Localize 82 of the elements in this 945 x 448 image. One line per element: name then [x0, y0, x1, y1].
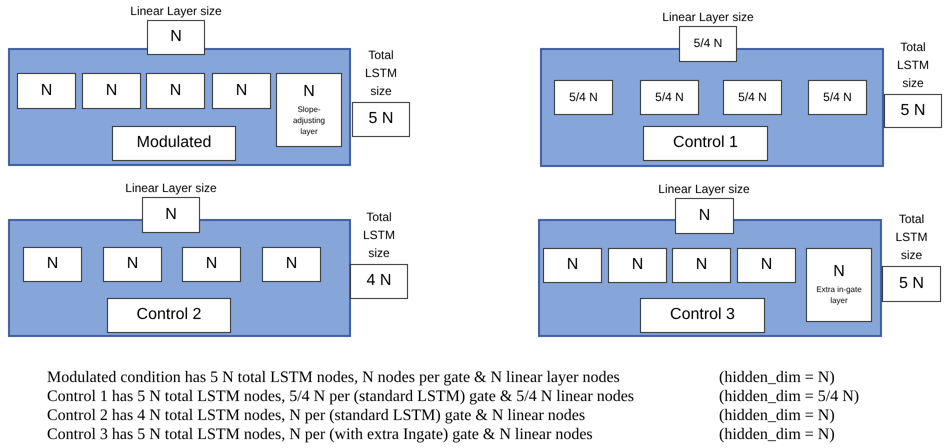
total-size-caption: Total LSTM size: [362, 209, 396, 262]
network-panel: [8, 219, 351, 337]
condition-note: Control 2 has 4 N total LSTM nodes, N per (standard LSTM) gate & N linear nodes: [47, 406, 586, 425]
gate-box: [543, 248, 602, 283]
gate-box: [608, 248, 667, 283]
condition-note: Modulated condition has 5 N total LSTM nodes, N nodes per gate & N linear layer nodes: [47, 368, 621, 387]
gate-box: [262, 247, 321, 282]
gate-size: 5/4 N: [738, 90, 767, 104]
gate-box: [23, 247, 82, 282]
total-lstm-size: 5 N: [900, 102, 926, 120]
linear-layer-box: [147, 20, 205, 55]
condition-note: Control 1 has 5 N total LSTM nodes, 5/4 N per (standard LSTM) gate & 5/4 N linear nodes: [47, 387, 636, 406]
condition-box: [643, 126, 768, 161]
gate-box: [640, 80, 699, 115]
linear-layer-size: N: [698, 206, 710, 226]
gate-size: N: [760, 256, 772, 275]
gate-size: N: [303, 82, 315, 101]
gate-box: [723, 80, 782, 115]
gate-box: [806, 248, 872, 322]
gate-size: N: [126, 255, 138, 274]
condition-name: Control 3: [670, 306, 735, 325]
linear-size-caption: Linear Layer size: [661, 9, 755, 26]
total-lstm-size: 5 N: [899, 274, 924, 294]
network-panel: [540, 48, 884, 167]
total-size-box: [350, 264, 408, 299]
gate-box: [146, 73, 205, 109]
linear-layer-size: N: [170, 28, 182, 47]
gate-box: [276, 73, 342, 147]
gate-box: [103, 247, 162, 282]
total-size-box: [882, 266, 941, 302]
gate-size: N: [40, 82, 52, 100]
condition-note: Control 3 has 5 N total LSTM nodes, N per (with extra Ingate) gate & N linear nodes: [47, 425, 594, 444]
gate-size: 5/4 N: [655, 90, 684, 104]
gate-size: N: [170, 82, 182, 100]
gate-box: [554, 80, 613, 115]
network-panel: [8, 48, 351, 166]
gate-size: N: [833, 263, 845, 282]
condition-box: [107, 298, 231, 333]
linear-size-caption: Linear Layer size: [124, 180, 218, 197]
gate-box: [737, 248, 796, 283]
hidden-dim-note: (hidden_dim = N): [719, 425, 836, 444]
total-lstm-size: 5 N: [368, 110, 394, 129]
gate-size: N: [566, 256, 578, 275]
linear-layer-size: N: [165, 206, 177, 224]
linear-layer-box: [679, 26, 737, 62]
condition-name: Modulated: [136, 134, 212, 153]
gate-box: [82, 73, 141, 109]
condition-box: [112, 126, 236, 161]
layer-note: Slope-adjusting layer: [292, 105, 326, 138]
total-size-caption: Total LSTM size: [896, 39, 930, 92]
gate-size: N: [46, 255, 58, 274]
linear-layer-box: [675, 198, 734, 234]
linear-layer-box: [142, 197, 200, 233]
gate-size: N: [106, 82, 118, 100]
total-lstm-size: 4 N: [366, 272, 392, 291]
hidden-dim-note: (hidden_dim = N): [719, 406, 836, 425]
gate-size: N: [286, 255, 298, 274]
total-size-box: [352, 102, 410, 137]
total-size-box: [884, 94, 942, 128]
layer-note: Extra in-gate layer: [815, 285, 863, 307]
gate-box: [182, 247, 241, 282]
gate-size: N: [696, 256, 708, 275]
hidden-dim-note: (hidden_dim = 5/4 N): [719, 387, 860, 406]
gate-size: 5/4 N: [823, 90, 852, 104]
linear-size-caption: Linear Layer size: [129, 3, 223, 20]
network-panel: [538, 219, 882, 337]
condition-box: [640, 298, 765, 333]
gate-size: N: [206, 255, 218, 274]
gate-box: [212, 73, 271, 109]
total-size-caption: Total LSTM size: [364, 47, 398, 100]
gate-box: [672, 248, 731, 283]
gate-box: [808, 80, 867, 115]
linear-size-caption: Linear Layer size: [657, 181, 751, 198]
gate-box: [17, 73, 76, 109]
condition-name: Control 1: [673, 134, 738, 153]
linear-layer-size: 5/4 N: [694, 37, 722, 51]
gate-size: 5/4 N: [569, 90, 598, 104]
total-size-caption: Total LSTM size: [894, 211, 928, 264]
gate-size: N: [632, 256, 644, 275]
condition-name: Control 2: [136, 306, 202, 325]
gate-size: N: [236, 82, 248, 100]
hidden-dim-note: (hidden_dim = N): [719, 368, 836, 387]
